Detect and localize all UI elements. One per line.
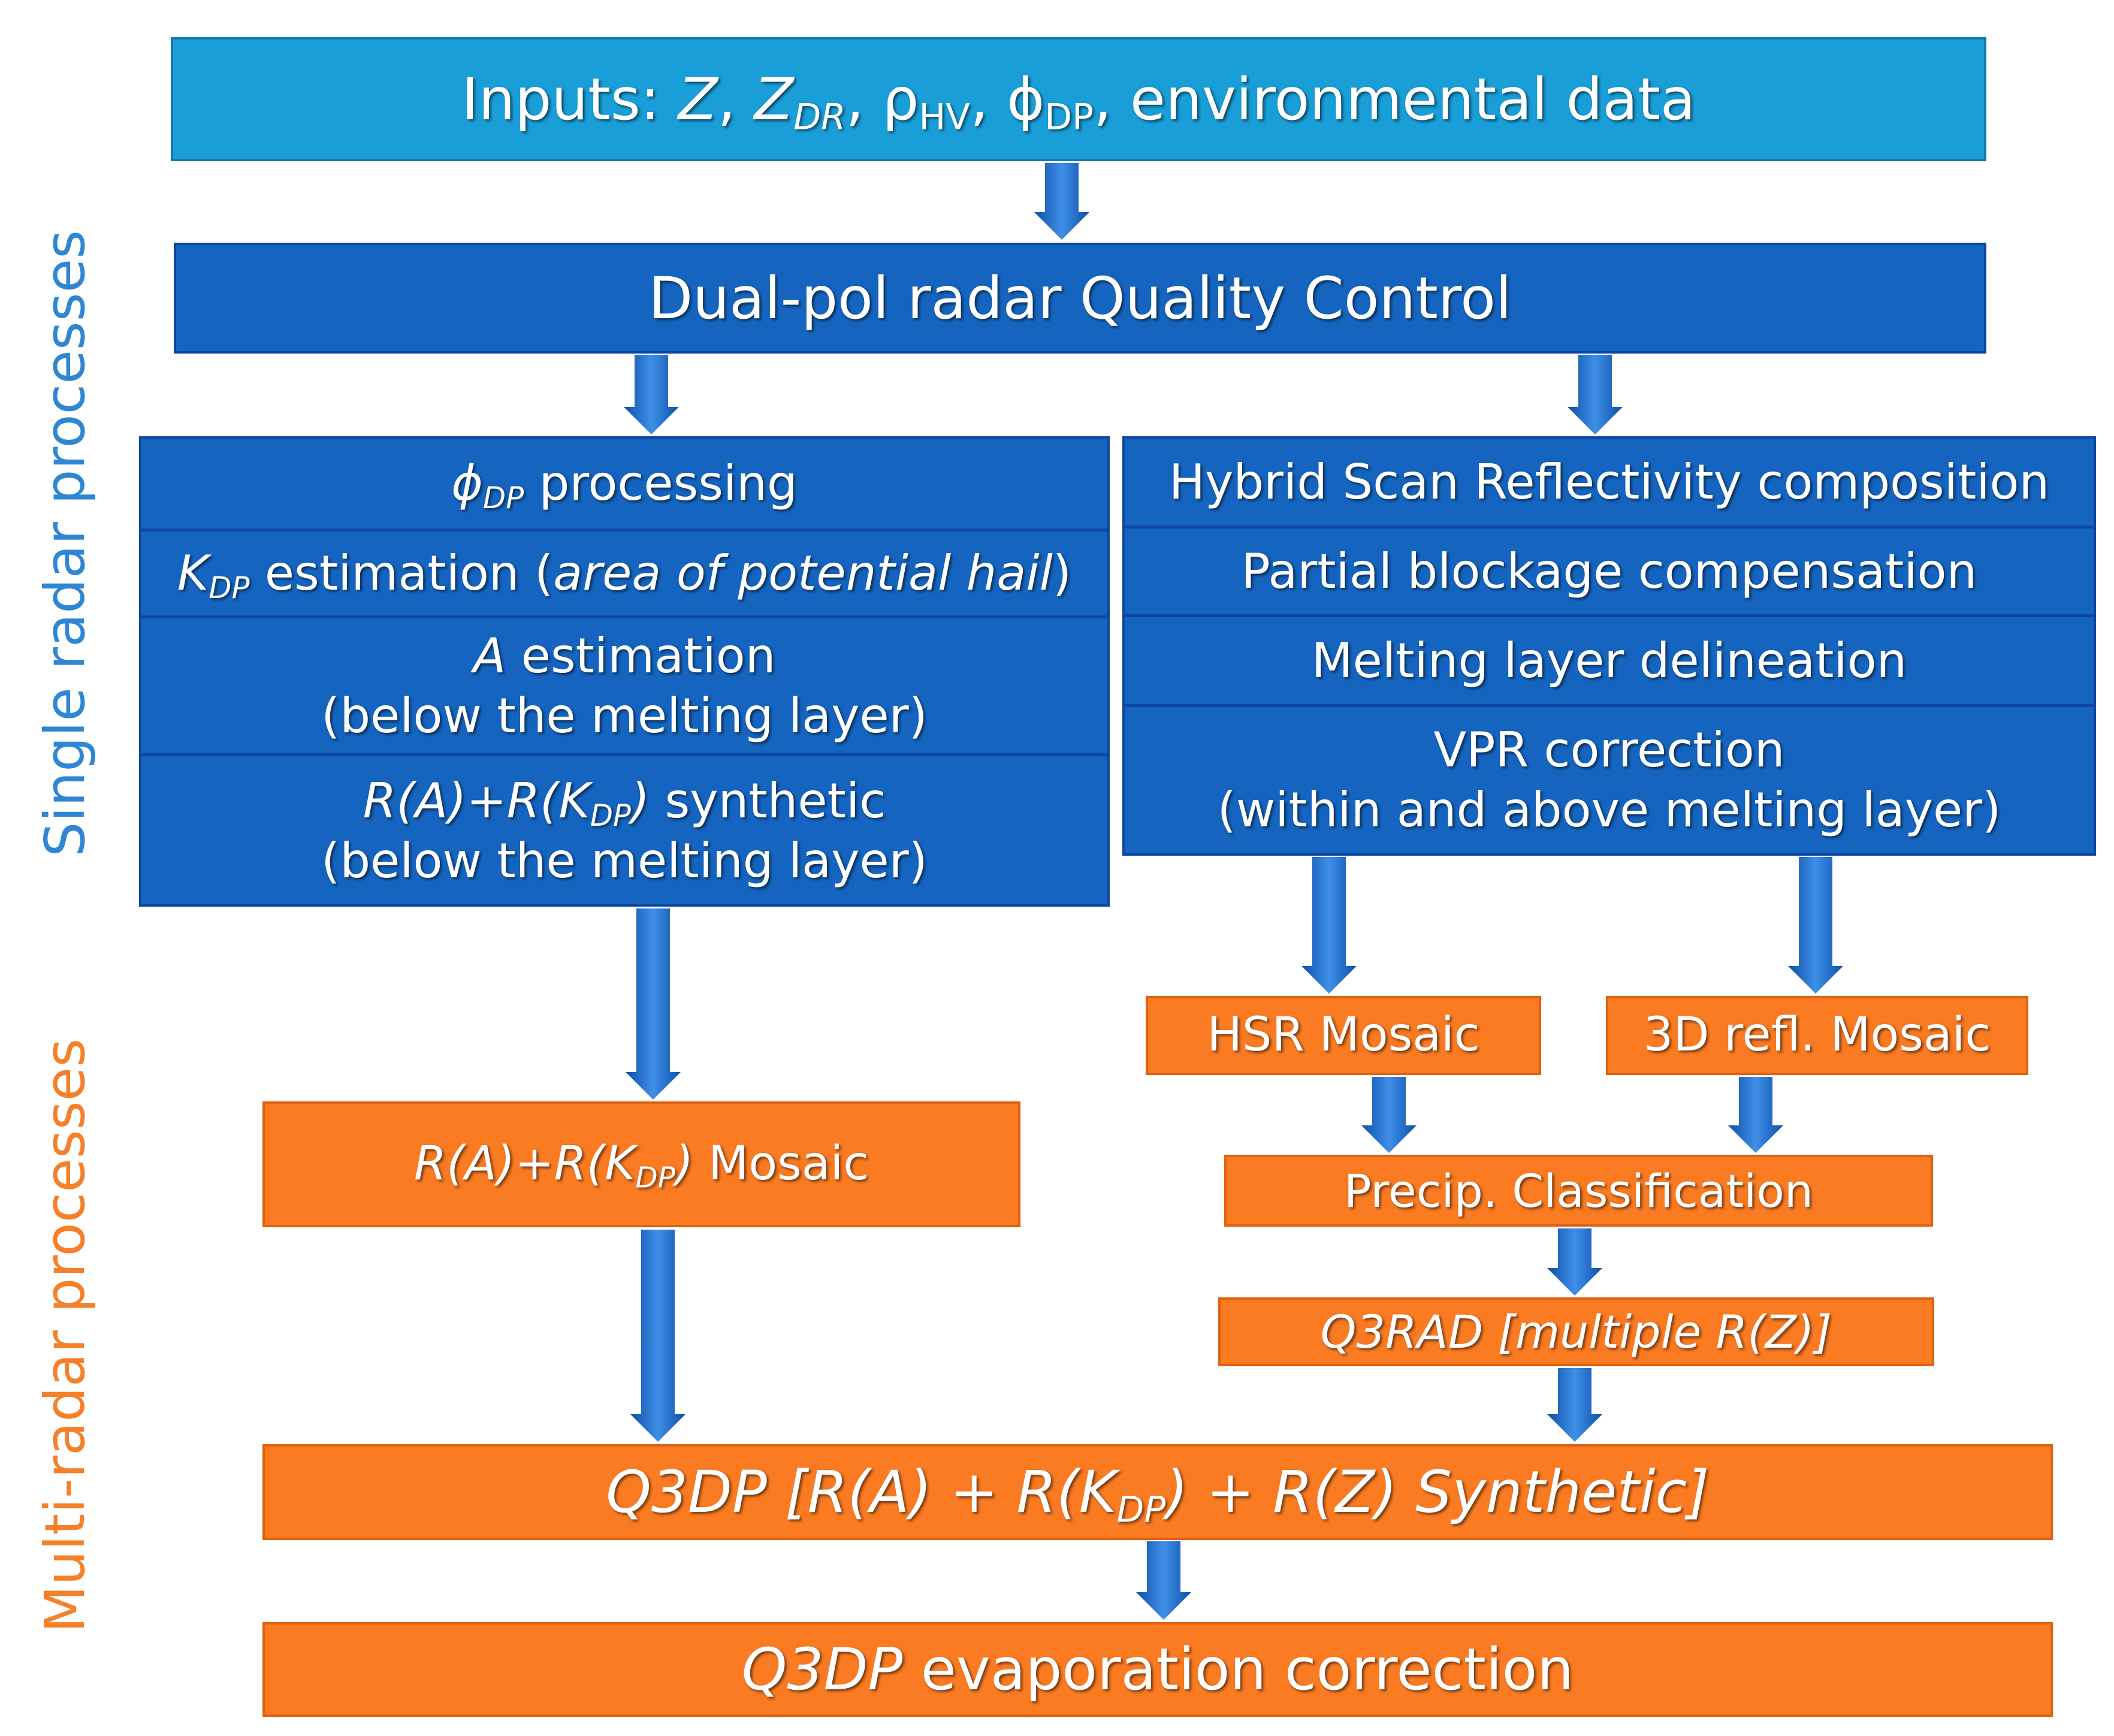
q3dp-synthetic-box: Q3DP [R(A) + R(KDP) + R(Z) Synthetic] [262, 1444, 2053, 1540]
arrow-precip-to-q3rad [1547, 1228, 1602, 1296]
phidp-processing-row: ϕDP processing [141, 439, 1107, 532]
vpr-correction-row: VPR correction (within and above melting… [1217, 722, 2001, 838]
right-processing-box: Hybrid Scan Reflectivity composition Par… [1122, 436, 2096, 856]
quality-control-box: Dual-pol radar Quality Control [174, 243, 1986, 354]
hsr-composition-row: Hybrid Scan Reflectivity composition [1125, 439, 2094, 529]
arrow-vpr-to-hsr-mosaic [1301, 857, 1357, 994]
inputs-box: Inputs: Z, ZDR, ρHV, ϕDP, environmental … [171, 37, 1986, 161]
synthetic-row: R(A)+R(KDP) synthetic (below the melting… [321, 773, 928, 889]
arrow-vpr-to-refl-mosaic [1788, 857, 1843, 994]
arrow-q3rad-to-q3dp [1547, 1368, 1602, 1442]
arrow-hsr-to-precip [1361, 1077, 1417, 1153]
refl-mosaic-box: 3D refl. Mosaic [1606, 996, 2028, 1075]
kdp-estimation-row: KDP estimation (area of potential hail) [141, 532, 1107, 618]
quality-control-label: Dual-pol radar Quality Control [648, 264, 1512, 332]
arrow-q3dp-to-evap [1136, 1541, 1191, 1620]
a-estimation-row: A estimation (below the melting layer) [141, 618, 1107, 756]
arrow-inputs-to-qc [1034, 163, 1089, 240]
arrow-qc-to-right [1568, 355, 1623, 434]
arrow-left-to-ra-mosaic [626, 908, 681, 1100]
arrow-refl-to-precip [1728, 1077, 1783, 1153]
partial-blockage-row: Partial blockage compensation [1125, 529, 2094, 617]
q3rad-box: Q3RAD [multiple R(Z)] [1218, 1297, 1934, 1366]
melting-layer-row: Melting layer delineation [1125, 617, 2094, 707]
hsr-mosaic-box: HSR Mosaic [1146, 996, 1541, 1075]
side-label-multi-radar: Multi-radar processes [33, 1038, 97, 1633]
left-processing-box: ϕDP processing KDP estimation (area of p… [139, 436, 1110, 907]
ra-mosaic-box: R(A)+R(KDP) Mosaic [262, 1101, 1020, 1227]
inputs-label: Inputs: Z, ZDR, ρHV, ϕDP, environmental … [461, 65, 1696, 138]
precip-classification-box: Precip. Classification [1224, 1155, 1933, 1227]
arrow-ra-mosaic-to-q3dp [630, 1230, 685, 1442]
arrow-qc-to-left [624, 355, 679, 434]
side-label-single-radar: Single radar processes [33, 230, 97, 857]
q3dp-evaporation-box: Q3DP evaporation correction [262, 1622, 2053, 1717]
